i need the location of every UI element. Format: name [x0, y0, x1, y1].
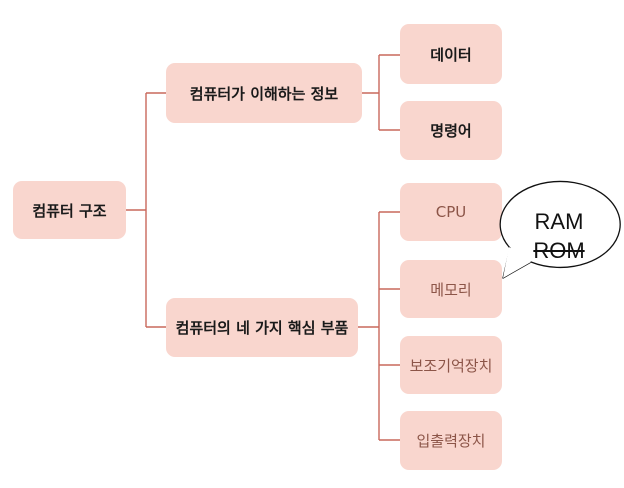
branch-node-core-parts: 컴퓨터의 네 가지 핵심 부품	[166, 298, 358, 357]
leaf-node-memory: 메모리	[400, 260, 502, 318]
leaf-node-cpu: CPU	[400, 183, 502, 241]
leaf-node-instruction: 명령어	[400, 101, 502, 160]
callout-ram-text: RAM	[534, 209, 584, 234]
leaf-node-secondary-storage: 보조기억장치	[400, 336, 502, 394]
leaf-node-io-device: 입출력장치	[400, 411, 502, 470]
callout-rom-text: ROM	[533, 238, 585, 263]
root-node: 컴퓨터 구조	[13, 181, 126, 239]
leaf-node-data: 데이터	[400, 24, 502, 84]
branch-node-understood-info: 컴퓨터가 이해하는 정보	[166, 63, 362, 123]
